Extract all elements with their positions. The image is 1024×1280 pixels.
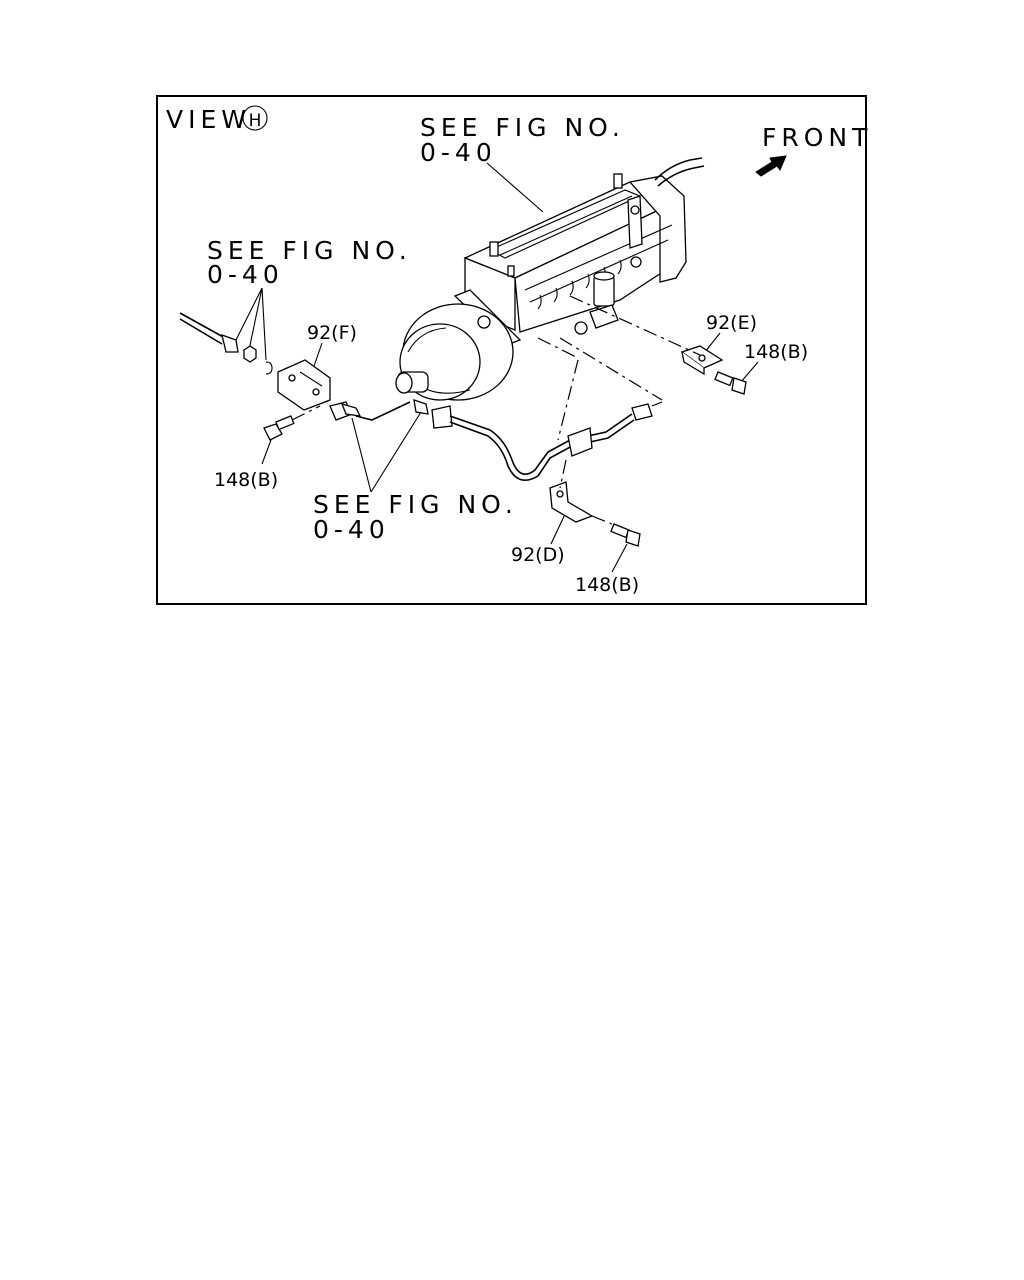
- front-label: FRONT: [762, 123, 872, 152]
- view-marker-letter: H: [249, 111, 262, 131]
- label-bracket-d: 92(D): [511, 544, 565, 566]
- bracket-d: [549, 459, 594, 523]
- bracket-e: [569, 295, 724, 376]
- see-fig-bottom-line1: SEE FIG NO.: [313, 490, 518, 519]
- bracket-f: [277, 359, 331, 411]
- fuel-pipe: [329, 337, 663, 482]
- view-marker-circle: H: [242, 105, 268, 131]
- see-fig-top-line2: 0-40: [420, 138, 497, 167]
- injection-pump: [453, 157, 705, 346]
- bolt-right: [714, 371, 747, 395]
- see-fig-left-line2: 0-40: [207, 260, 284, 289]
- label-bolt-bottom: 148(B): [575, 574, 639, 596]
- label-bolt-right: 148(B): [744, 341, 808, 363]
- bolt-bottom: [591, 515, 641, 547]
- see-fig-left-line1: SEE FIG NO.: [207, 236, 412, 265]
- view-label: VIEW: [166, 105, 251, 134]
- governor-housing: [395, 303, 514, 401]
- label-bracket-e: 92(E): [706, 312, 757, 334]
- see-fig-bottom-line2: 0-40: [313, 515, 390, 544]
- hex-nut-icon: [243, 345, 257, 363]
- label-bolt-left: 148(B): [214, 469, 278, 491]
- left-cable-assembly: [179, 312, 273, 375]
- leader-lines: [235, 162, 759, 573]
- bolt-left: [263, 405, 321, 441]
- front-arrow-icon: [755, 155, 787, 177]
- label-bracket-f: 92(F): [307, 322, 357, 344]
- clip-icon: [265, 361, 273, 375]
- see-fig-top-line1: SEE FIG NO.: [420, 113, 625, 142]
